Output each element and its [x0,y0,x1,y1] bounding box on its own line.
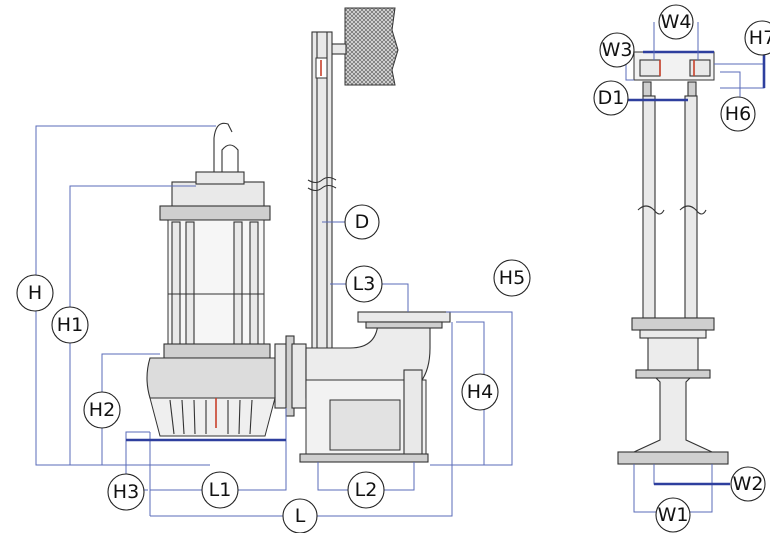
label-H7: H7 [744,20,770,56]
label-L3: L3 [345,265,383,303]
label-D: D [344,204,380,240]
label-H: H [16,274,54,312]
front-base-plate [617,451,729,465]
label-L1: L1 [201,471,239,509]
label-H2: H2 [83,391,121,429]
label-W4: W4 [658,4,694,40]
svg-text:L3: L3 [353,273,376,295]
power-cable [213,122,233,178]
label-W3: W3 [599,32,635,68]
power-cable-2 [221,144,239,178]
guide-rail [307,31,337,379]
svg-text:H2: H2 [89,399,115,421]
side-view [35,7,513,517]
svg-text:L: L [295,505,306,527]
label-D1: D1 [593,80,629,116]
svg-text:H7: H7 [749,27,770,49]
label-W1: W1 [655,497,691,533]
strainer [149,397,276,437]
svg-text:W4: W4 [661,11,692,33]
svg-text:W2: W2 [733,473,764,495]
svg-text:H6: H6 [725,103,751,125]
discharge-bend [299,311,451,463]
svg-text:L1: L1 [209,479,232,501]
label-H3: H3 [107,473,145,511]
pump-casing [146,357,280,399]
label-H5: H5 [493,259,531,297]
svg-text:H3: H3 [113,481,139,503]
front-guide-rails [637,95,707,319]
svg-text:H1: H1 [57,314,83,336]
svg-text:W1: W1 [658,504,689,526]
svg-text:H5: H5 [499,267,525,289]
label-H6: H6 [720,96,756,132]
svg-text:D1: D1 [598,87,625,109]
wall-bracket [344,7,399,86]
label-W2: W2 [730,466,766,502]
svg-text:W3: W3 [602,39,633,61]
front-discharge-pipe [633,337,713,453]
label-L: L [282,498,318,533]
svg-text:L2: L2 [355,479,378,501]
label-L2: L2 [347,471,385,509]
front-discharge-flange [631,317,715,331]
svg-text:H4: H4 [467,381,493,403]
front-view [617,22,766,513]
svg-text:H: H [28,282,42,304]
motor-frame [163,219,271,359]
svg-text:D: D [355,211,370,233]
label-H1: H1 [51,306,89,344]
label-H4: H4 [461,373,499,411]
